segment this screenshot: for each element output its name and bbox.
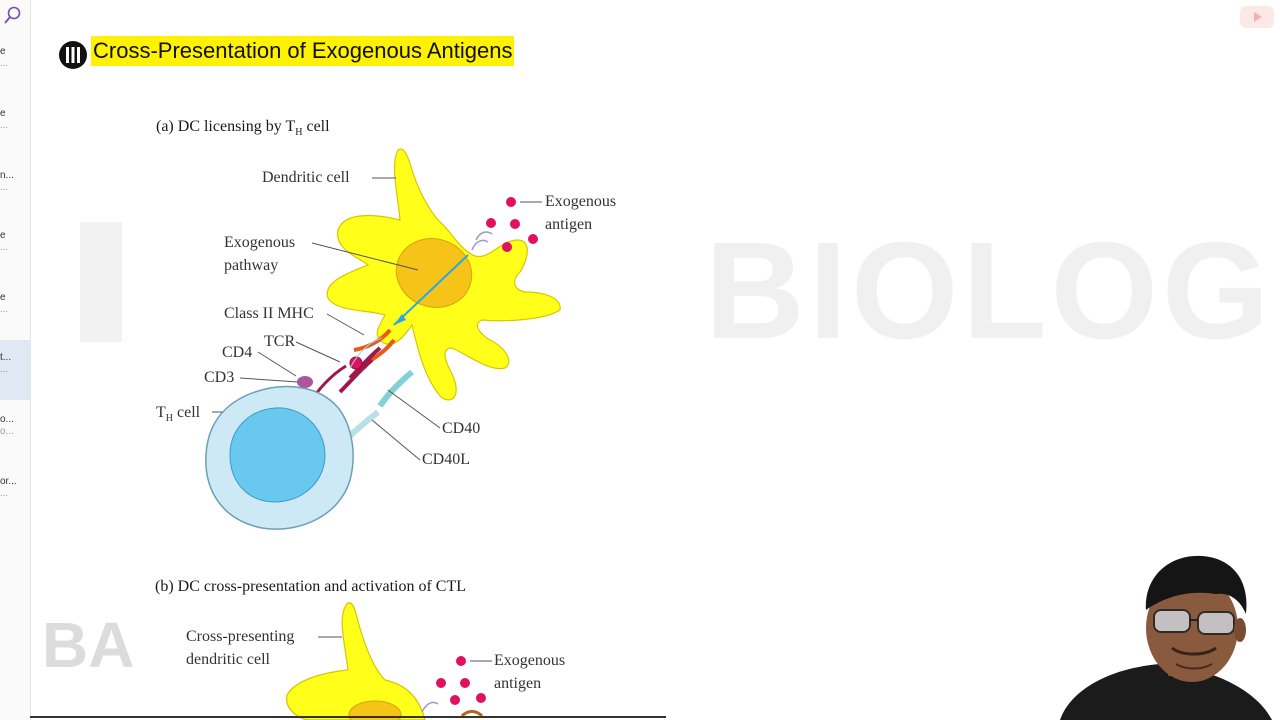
rail-item[interactable]: e ... xyxy=(0,292,30,328)
rail-item[interactable]: e ... xyxy=(0,46,30,82)
rail-item-active[interactable]: t... ... xyxy=(0,340,30,400)
rail-item[interactable]: n... ... xyxy=(0,170,30,206)
rail-item-sub: ... xyxy=(0,182,9,193)
label-exogenous-antigen-line2: antigen xyxy=(545,216,593,233)
rail-item-sub: ... xyxy=(0,58,9,69)
rail-item-label: or... xyxy=(0,476,17,487)
label-cd40: CD40 xyxy=(442,420,481,437)
label-exogenous-antigen-b-line1: Exogenous xyxy=(494,652,566,669)
play-icon[interactable] xyxy=(1240,6,1274,28)
rail-item-label: e xyxy=(0,292,6,303)
antigen-dot xyxy=(476,693,486,703)
rail-item-label: e xyxy=(0,46,6,57)
label-class-ii-mhc: Class II MHC xyxy=(224,305,314,322)
label-exogenous-pathway-line2: pathway xyxy=(224,257,279,274)
antigen-dot xyxy=(456,656,466,666)
search-icon[interactable] xyxy=(2,4,24,26)
rail-item-sub: ... xyxy=(0,488,9,499)
rail-item-label: e xyxy=(0,230,6,241)
antigen-dot xyxy=(502,242,512,252)
antigen-dot xyxy=(510,219,520,229)
watermark-corner-text: BA xyxy=(42,609,135,681)
rail-item-label: n... xyxy=(0,170,14,181)
label-exogenous-pathway-line1: Exogenous xyxy=(224,234,296,251)
channel-logo-icon xyxy=(59,41,87,69)
slide-thumbnail-rail: e ... e ... n... ... e ... e ... t... ..… xyxy=(0,0,31,720)
presenter-webcam xyxy=(1040,540,1280,720)
label-dendritic-cell: Dendritic cell xyxy=(262,169,350,186)
figure: (a) DC licensing by TH cell Dendritic ce… xyxy=(150,110,670,720)
caption-subscript: H xyxy=(295,127,303,139)
dc-nucleus xyxy=(395,238,473,308)
rail-item[interactable]: e ... xyxy=(0,230,30,266)
rail-item[interactable]: or... ... xyxy=(0,476,30,512)
cd40l-shape xyxy=(347,409,380,439)
cd3-shape xyxy=(297,376,313,388)
cd40-shape xyxy=(377,369,414,408)
peptide-dot xyxy=(349,356,363,370)
rail-item-sub: o... xyxy=(0,426,14,437)
label-text: cell xyxy=(173,404,201,421)
label-exogenous-antigen-line1: Exogenous xyxy=(545,193,617,210)
rail-item[interactable]: e ... xyxy=(0,108,30,144)
rail-item[interactable]: o... o... xyxy=(0,414,30,450)
label-exogenous-antigen-b-line2: antigen xyxy=(494,675,542,692)
watermark-fragment xyxy=(80,222,122,342)
antigen-dot xyxy=(486,218,496,228)
antigen-dot xyxy=(528,234,538,244)
panel-b-caption: (b) DC cross-presentation and activation… xyxy=(155,578,467,595)
label-cd4: CD4 xyxy=(222,344,253,361)
figure-illustration xyxy=(205,148,561,720)
label-cross-presenting-line2: dendritic cell xyxy=(186,651,270,668)
rail-item-sub: ... xyxy=(0,304,9,315)
slide-title: Cross-Presentation of Exogenous Antigens xyxy=(91,36,515,66)
label-subscript: H xyxy=(165,413,174,425)
rail-item-sub: ... xyxy=(0,364,9,375)
antigen-dot xyxy=(450,695,460,705)
label-cross-presenting-line1: Cross-presenting xyxy=(186,628,295,645)
cross-presenting-dc-shape xyxy=(286,602,426,720)
label-cd3: CD3 xyxy=(204,369,235,386)
antigen-dot xyxy=(506,197,516,207)
antigen-dot xyxy=(460,678,470,688)
exogenous-pathway-arrow xyxy=(393,254,469,326)
rail-item-label: t... xyxy=(0,352,12,363)
rail-item-sub: ... xyxy=(0,242,9,253)
th-cell-nucleus xyxy=(229,407,326,503)
rail-item-label: e xyxy=(0,108,6,119)
watermark-text: BIOLOG xyxy=(705,214,1274,368)
presenter-image xyxy=(1040,540,1280,720)
rail-item-sub: ... xyxy=(0,120,9,131)
antigen-dot xyxy=(436,678,446,688)
label-th-cell: TH cell xyxy=(156,402,200,430)
label-tcr: TCR xyxy=(264,333,296,350)
label-text: T xyxy=(156,404,166,421)
label-cd40l: CD40L xyxy=(422,451,470,468)
caption-text: cell xyxy=(302,118,330,135)
panel-a-caption: (a) DC licensing by TH cell xyxy=(156,118,330,138)
rail-item-label: o... xyxy=(0,414,14,425)
caption-text: (a) DC licensing by T xyxy=(156,118,296,135)
slide-bottom-rule xyxy=(30,716,666,718)
